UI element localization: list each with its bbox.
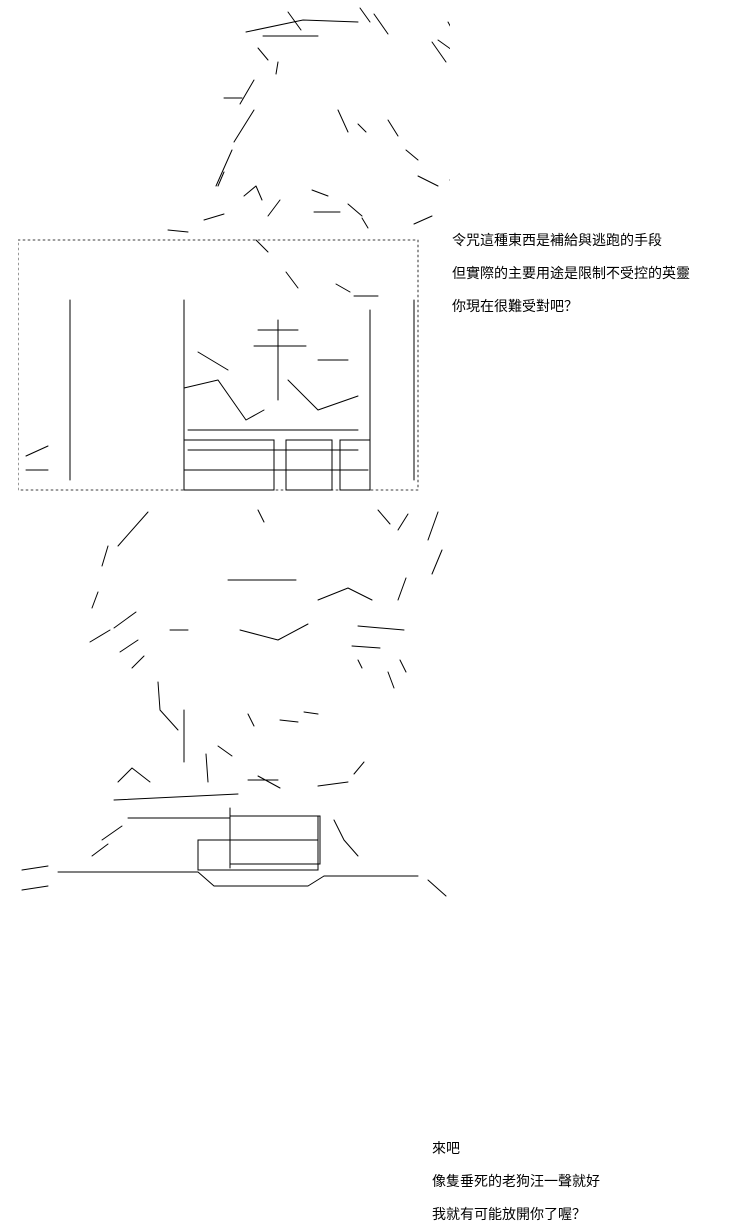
- ascii-art-figure: [17, 7, 481, 491]
- speech-line: 但實際的主要用途是限制不受控的英靈: [452, 266, 690, 282]
- ascii-art-character-leaning: [18, 500, 475, 906]
- speech-block-top: 令咒這種東西是補給與逃跑的手段 但實際的主要用途是限制不受控的英靈 你現在很難受…: [452, 232, 690, 316]
- panel-top: 令咒這種東西是補給與逃跑的手段 但實際的主要用途是限制不受控的英靈 你現在很難受…: [0, 0, 750, 500]
- ascii-art-character-seated: [17, 0, 481, 500]
- speech-line: 令咒這種東西是補給與逃跑的手段: [452, 233, 662, 249]
- speech-line: 你現在很難受對吧？: [452, 299, 578, 315]
- ascii-art-figure: [21, 509, 475, 897]
- speech-line: 像隻垂死的老狗汪一聲就好: [432, 1174, 600, 1190]
- speech-block-bottom: 來吧 像隻垂死的老狗汪一聲就好 我就有可能放開你了喔？: [432, 1140, 600, 1224]
- panel-bottom: 來吧 像隻垂死的老狗汪一聲就好 我就有可能放開你了喔？: [0, 500, 750, 1223]
- speech-line: 我就有可能放開你了喔？: [432, 1207, 586, 1223]
- speech-line: 來吧: [432, 1141, 460, 1157]
